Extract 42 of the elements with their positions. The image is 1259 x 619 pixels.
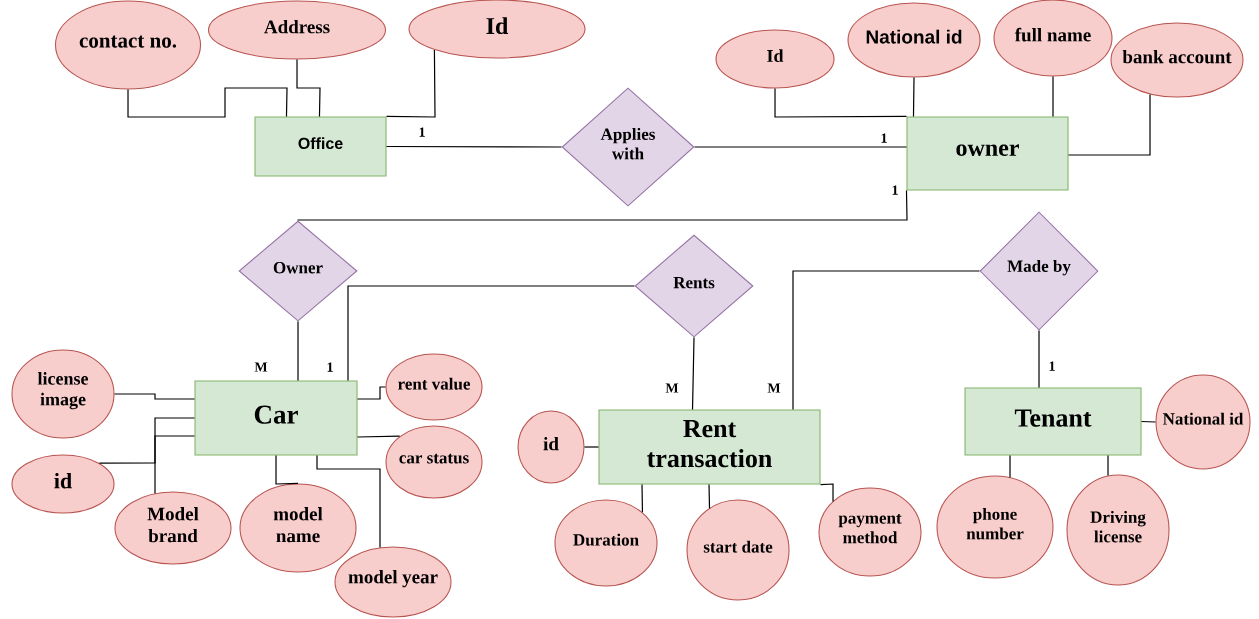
connector-line [1140,420,1157,423]
connector-line [275,454,299,485]
connector-line [356,435,401,438]
connector-line [113,393,196,400]
entity-box: owner [906,116,1069,191]
connector-line [385,49,436,118]
connector-line [385,145,563,148]
connector-line [316,454,381,549]
connector-line [774,87,908,118]
cardinality-label: 1 [325,361,335,373]
connector-line [154,435,196,495]
connector-line [912,76,915,118]
connector-line [819,483,834,503]
connector-line [1067,93,1151,156]
cardinality-label: M [253,361,269,373]
cardinality-label: 1 [890,184,900,196]
connector-line [1009,454,1011,479]
connector-line [583,446,600,448]
cardinality-label: 1 [879,132,889,144]
connector-line [356,386,387,400]
connector-line [1038,329,1040,389]
connector-line [708,483,711,510]
entity-box: Car [194,380,358,456]
cardinality-label: 1 [1047,360,1057,372]
connector-line [641,483,644,513]
cardinality-label: M [664,382,680,394]
cardinality-label: 1 [417,126,427,138]
entity-box: Tenant [964,387,1142,456]
connector-line [691,336,695,411]
connector-line [297,320,299,382]
connector-line [127,87,288,118]
connector-line [1107,454,1109,477]
connector-line [347,285,636,382]
entity-box: Office [254,116,387,177]
connector-line [1052,75,1054,118]
entity-box: Rent transaction [598,409,821,485]
connector-line [296,58,321,118]
connector-line [693,146,908,148]
connector-line [98,417,196,464]
connector-line [297,189,908,222]
cardinality-label: M [766,382,782,394]
connector-line [792,270,981,411]
